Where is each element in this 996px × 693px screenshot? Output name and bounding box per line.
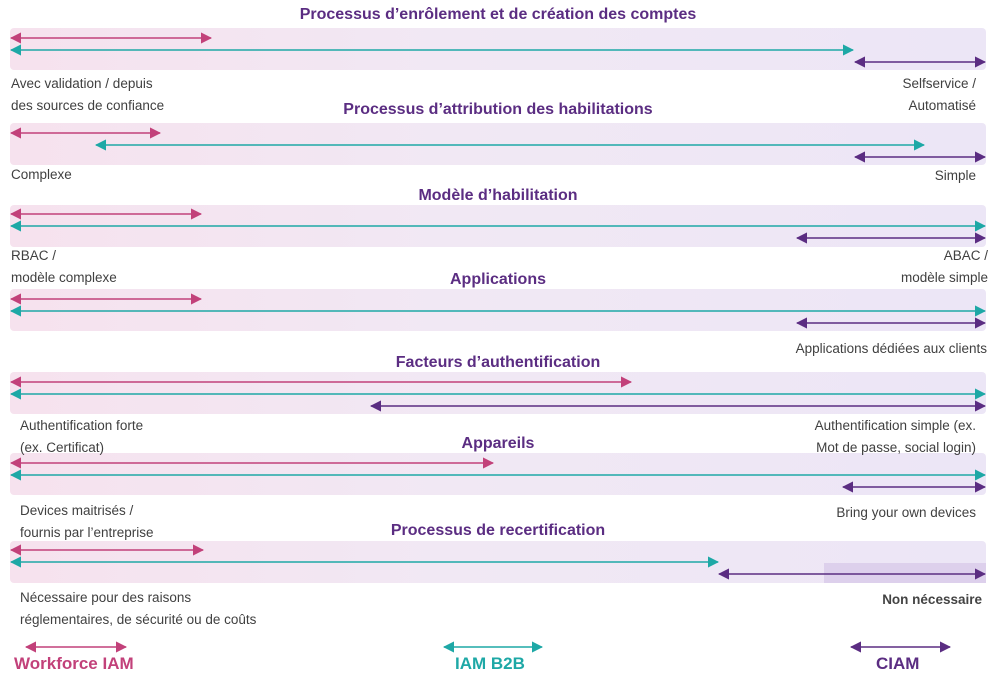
legend-b2b: IAM B2B — [455, 654, 525, 673]
legend-workforce: Workforce IAM — [14, 654, 134, 673]
section-title-applications: Applications — [449, 271, 546, 288]
right-label-recertification: Non nécessaire — [882, 592, 982, 607]
section-title-facteurs: Facteurs d’authentification — [395, 354, 601, 371]
left-label-appareils: Devices maitrisés /fournis par l’entrepr… — [20, 503, 154, 540]
section-title-modele: Modèle d’habilitation — [418, 187, 578, 204]
left-label-attribution: Complexe — [11, 167, 72, 182]
legend-ciam: CIAM — [876, 654, 920, 673]
right-label-enrolement: Selfservice /Automatisé — [902, 76, 976, 113]
right-label-appareils: Bring your own devices — [836, 505, 976, 520]
section-title-attribution: Processus d’attribution des habilitation… — [343, 101, 653, 118]
section-title-enrolement: Processus d’enrôlement et de création de… — [299, 6, 697, 23]
section-title-recertification: Processus de recertification — [390, 522, 606, 539]
right-label-attribution: Simple — [934, 168, 976, 183]
right-label-facteurs: Authentification simple (ex.Mot de passe… — [814, 418, 976, 455]
left-label-modele: RBAC /modèle complexe — [11, 248, 117, 285]
section-title-appareils: Appareils — [461, 435, 535, 452]
right-label-applications: Applications dédiées aux clients — [795, 341, 987, 356]
left-label-facteurs: Authentification forte(ex. Certificat) — [20, 418, 144, 455]
right-label-modele: ABAC /modèle simple — [900, 248, 988, 285]
